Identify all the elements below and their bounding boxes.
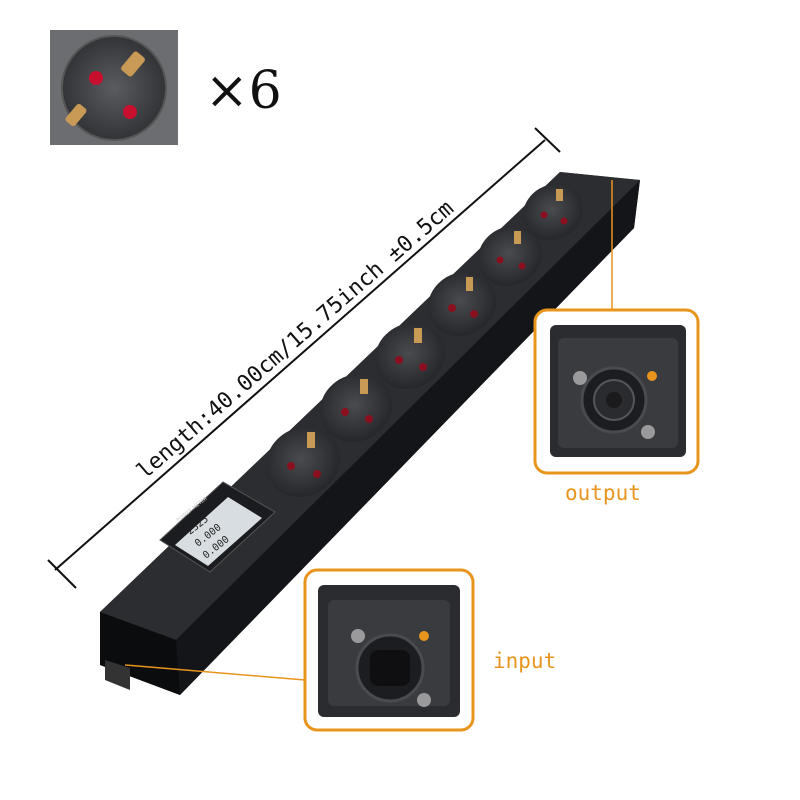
screw-icon — [351, 629, 365, 643]
socket-thumbnail — [50, 30, 178, 145]
input-leader-line — [124, 664, 306, 681]
screw-icon — [641, 425, 655, 439]
digital-meter-icon: 2325 0.000 0.000 POWER METER — [159, 481, 276, 573]
socket-2 — [319, 373, 393, 443]
output-callout — [533, 308, 700, 475]
socket-5 — [477, 225, 543, 287]
socket-count: ×6 — [205, 61, 282, 121]
output-label: output — [565, 481, 641, 505]
screw-icon — [417, 693, 431, 707]
socket-3 — [374, 322, 446, 390]
input-callout — [303, 568, 475, 732]
socket-4 — [427, 271, 497, 337]
socket-row — [265, 183, 584, 498]
socket-1 — [265, 426, 341, 498]
screw-icon — [573, 371, 587, 385]
socket-6 — [522, 183, 584, 241]
input-label: input — [493, 649, 556, 673]
dimension-line — [47, 127, 561, 589]
